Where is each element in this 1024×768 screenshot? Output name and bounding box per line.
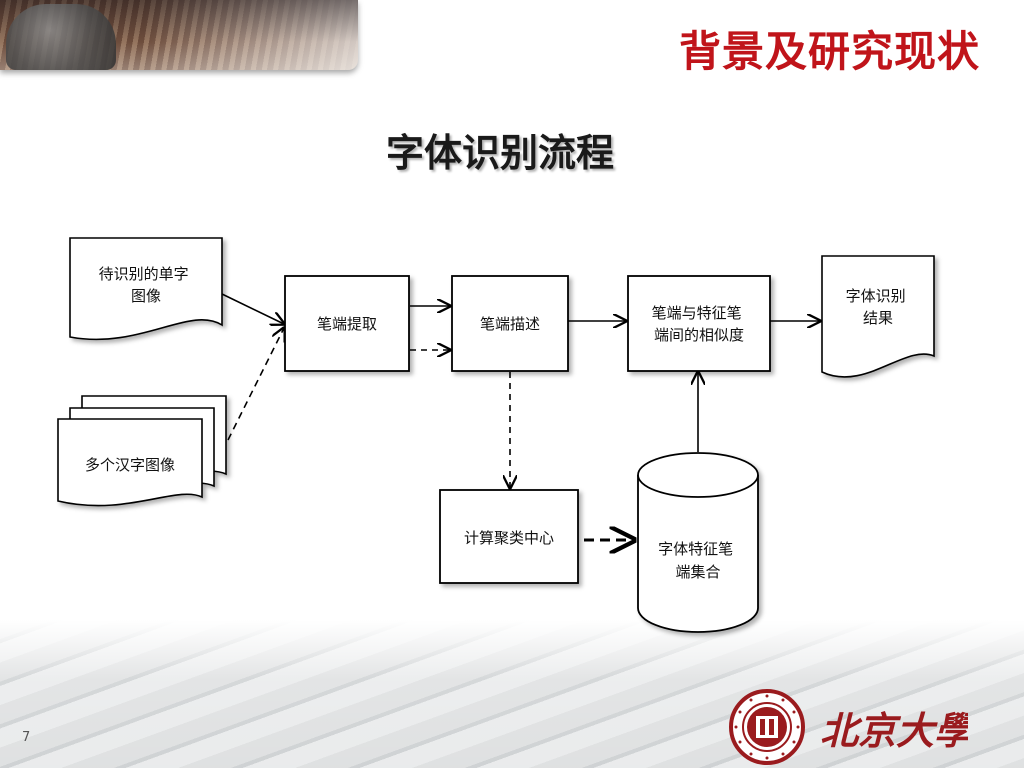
node-input-single-line1: 待识别的单字 [99,265,189,283]
node-input-single [69,237,223,341]
slide-title: 字体识别流程 [385,131,614,175]
node-result-line2: 结果 [863,309,893,327]
svg-text:字体识别 结果: 字体识别 结果 [846,287,911,327]
node-cluster-label: 计算聚类中心 [464,529,554,547]
footer-background [0,620,1024,768]
edge-single-to-extract [221,293,284,324]
node-describe [451,275,569,372]
edge-multi-to-extract [227,328,284,441]
node-input-single-line2: 图像 [131,287,161,305]
node-cluster [439,489,579,584]
node-feature-set-line1: 字体特征笔 [658,540,733,558]
section-title: 背景及研究现状 [678,27,980,76]
node-extract [284,275,410,372]
university-name-calligraphy: 北京大學 [820,708,968,753]
header-banner-photo [0,0,358,70]
node-similarity-line1: 笔端与特征笔 [652,304,742,322]
node-result [821,255,935,378]
svg-text:笔端与特征笔 端间的相似度: 笔端与特征笔 端间的相似度 [652,304,747,344]
node-feature-set-line2: 端集合 [675,563,720,581]
node-describe-label: 笔端描述 [480,315,540,333]
university-seal-icon [729,689,805,765]
node-extract-label: 笔端提取 [317,315,377,333]
node-similarity-line2: 端间的相似度 [654,326,744,344]
svg-text:字体特征笔 端集合: 字体特征笔 端集合 [658,540,738,581]
node-input-multi [57,395,227,507]
node-similarity [627,275,771,372]
node-result-line1: 字体识别 [846,287,906,305]
svg-text:待识别的单字 图像: 待识别的单字 图像 [99,265,194,305]
page-number: 7 [22,730,31,745]
stone-lion-image [6,4,116,70]
edges [221,293,820,540]
node-feature-set [637,452,759,633]
svg-text:北京大學: 北京大學 [820,708,968,753]
node-input-multi-label: 多个汉字图像 [85,456,175,474]
